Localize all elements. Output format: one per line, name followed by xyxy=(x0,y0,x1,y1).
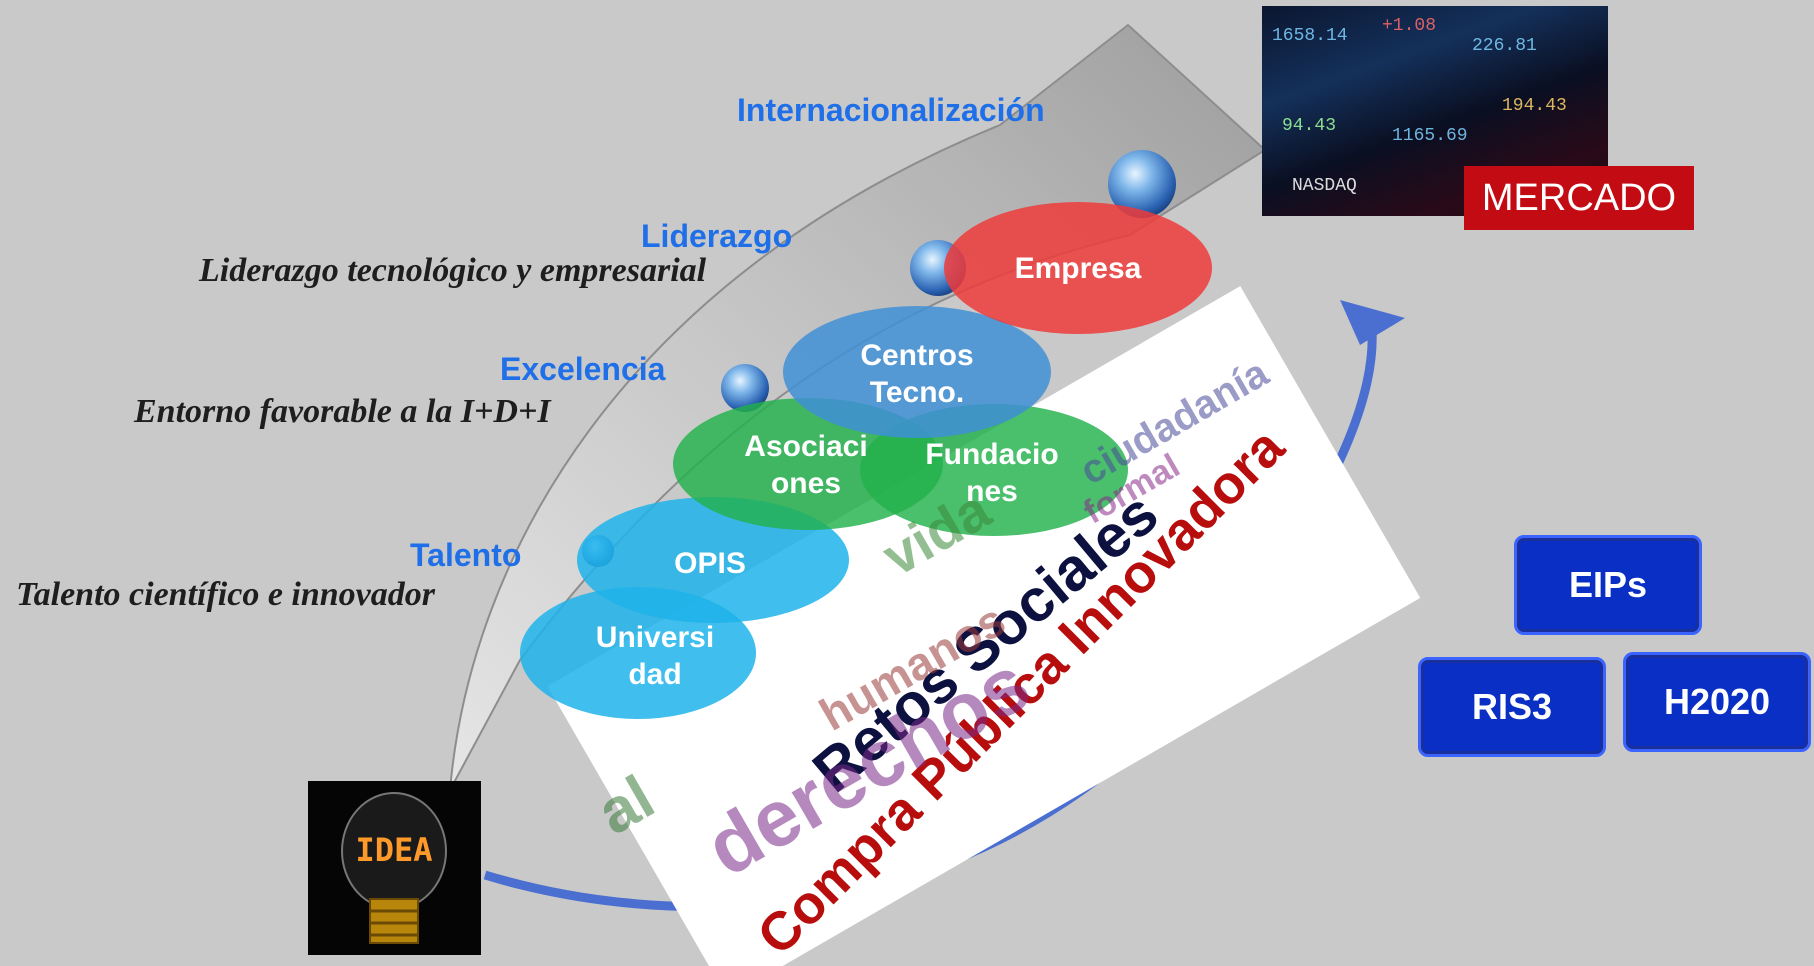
h2020-box: H2020 xyxy=(1623,652,1811,752)
stage-excelencia: Excelencia xyxy=(500,351,666,387)
stage-liderazgo-desc: Liderazgo tecnológico y empresarial xyxy=(199,252,707,289)
centros-ellipse xyxy=(783,306,1051,438)
idea-sign: IDEA xyxy=(355,831,432,869)
idea-lightbulb-image: IDEA xyxy=(308,781,481,955)
stage-talento-desc: Talento científico e innovador xyxy=(16,576,436,613)
stock-market-image: 1658.14 +1.08 226.81 94.43 1165.69 194.4… xyxy=(1262,6,1608,216)
ris3-box: RIS3 xyxy=(1418,657,1606,757)
stage-excelencia-desc: Entorno favorable a la I+D+I xyxy=(134,393,551,430)
opis-label: OPIS xyxy=(674,547,746,580)
glass-ball xyxy=(721,364,769,412)
glass-ball xyxy=(1108,150,1176,218)
stage-internacionalizacion: Internacionalización xyxy=(737,92,1045,128)
eips-box: EIPs xyxy=(1514,535,1702,635)
stage-talento: Talento xyxy=(410,537,522,573)
word-cloud-panel xyxy=(547,286,1421,966)
mercado-label: MERCADO xyxy=(1464,166,1694,230)
empresa-ellipse xyxy=(944,202,1212,334)
stage-liderazgo: Liderazgo xyxy=(641,218,793,254)
empresa-label: Empresa xyxy=(1014,252,1142,285)
feedback-arrowhead xyxy=(1340,300,1405,345)
lightbulb-icon: IDEA xyxy=(341,792,447,944)
